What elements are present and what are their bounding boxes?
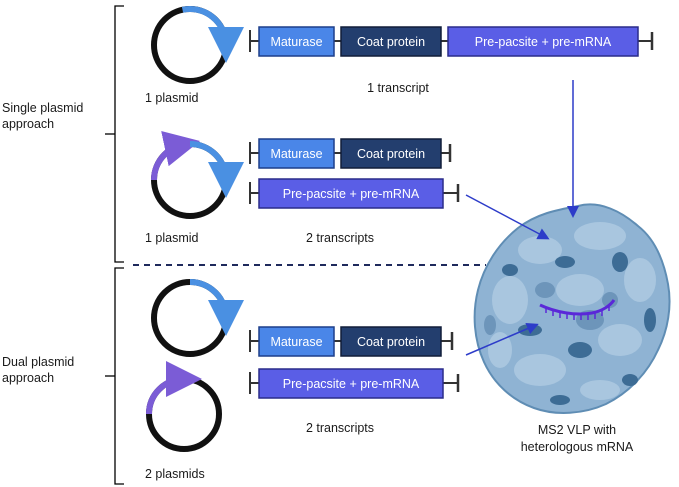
maturase-gene-box — [258, 26, 335, 57]
coat-protein-gene-box — [340, 138, 442, 169]
dual-approach-label-line2: approach — [2, 371, 54, 385]
row1-construct: Maturase Coat protein Pre-pacsite + pre-… — [249, 26, 654, 57]
coat-protein-gene-box — [340, 26, 442, 57]
vlp-label-line2: heterologous mRNA — [521, 440, 634, 454]
row3-construct-a: Maturase Coat protein — [249, 326, 454, 357]
coat-protein-gene-label: Coat protein — [357, 35, 425, 49]
plasmid-icon — [151, 130, 244, 219]
row2-construct-b: Pre-pacsite + pre-mRNA — [249, 178, 460, 209]
pacsite-gene-box — [258, 178, 444, 209]
vlp-label-line1: MS2 VLP with — [538, 423, 616, 437]
single-approach-label-line1: Single plasmid — [2, 101, 83, 115]
arrow-row3-to-vlp — [465, 323, 539, 356]
single-approach-label-line2: approach — [2, 117, 54, 131]
mrna-strand — [539, 299, 616, 316]
plasmid-icon — [146, 361, 222, 452]
row3-transcript-caption: 2 transcripts — [306, 421, 374, 435]
plasmid-icon — [151, 6, 244, 84]
single-approach-bracket — [105, 5, 124, 263]
arrow-row2-to-vlp — [465, 194, 550, 240]
coat-protein-gene-label: Coat protein — [357, 335, 425, 349]
pacsite-gene-box — [447, 26, 639, 57]
row1-plasmid-caption: 1 plasmid — [145, 91, 199, 105]
vlp-particle-icon — [473, 203, 671, 414]
row3-plasmid-caption: 2 plasmids — [145, 467, 205, 481]
maturase-gene-box — [258, 138, 335, 169]
pacsite-gene-label: Pre-pacsite + pre-mRNA — [283, 187, 420, 201]
row1-transcript-caption: 1 transcript — [367, 81, 429, 95]
row2-transcript-caption: 2 transcripts — [306, 231, 374, 245]
coat-protein-gene-label: Coat protein — [357, 147, 425, 161]
pacsite-gene-label: Pre-pacsite + pre-mRNA — [283, 377, 420, 391]
maturase-gene-box — [258, 326, 335, 357]
row2-plasmid-caption: 1 plasmid — [145, 231, 199, 245]
coat-protein-gene-box — [340, 326, 442, 357]
maturase-gene-label: Maturase — [270, 335, 322, 349]
dual-approach-bracket — [105, 267, 124, 485]
row2-construct-a: Maturase Coat protein — [249, 138, 452, 169]
maturase-gene-label: Maturase — [270, 35, 322, 49]
pacsite-gene-label: Pre-pacsite + pre-mRNA — [475, 35, 612, 49]
maturase-gene-label: Maturase — [270, 147, 322, 161]
plasmid-icon — [151, 279, 244, 357]
row3-construct-b: Pre-pacsite + pre-mRNA — [249, 368, 460, 399]
pacsite-gene-box — [258, 368, 444, 399]
dual-approach-label-line1: Dual plasmid — [2, 355, 74, 369]
